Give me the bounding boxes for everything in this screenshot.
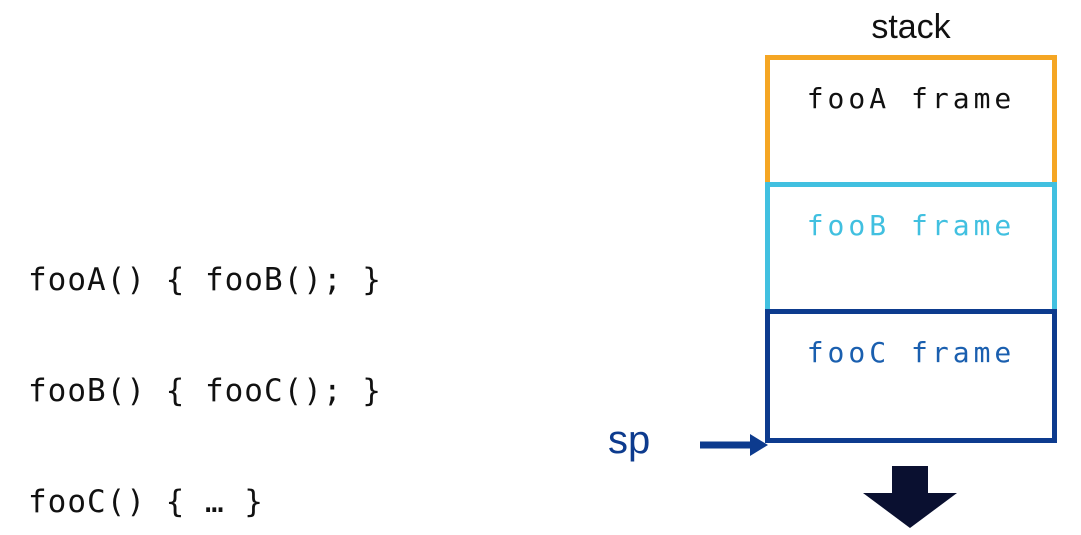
stack-pointer-arrow-icon bbox=[700, 434, 768, 456]
stack-frame-fooC: fooC frame bbox=[765, 309, 1057, 443]
stack-frame-fooA: fooA frame bbox=[765, 55, 1057, 187]
stack-frames: fooA frame fooB frame fooC frame bbox=[765, 55, 1057, 443]
frame-label-fooC: fooC frame bbox=[806, 336, 1016, 369]
code-line-fooA: fooA() { fooB(); } bbox=[28, 262, 382, 298]
stack-title: stack bbox=[871, 8, 951, 46]
stack-growth-down-arrow-icon bbox=[863, 466, 957, 528]
stack-frame-fooB: fooB frame bbox=[765, 182, 1057, 314]
code-line-fooB: fooB() { fooC(); } bbox=[28, 373, 382, 409]
code-line-fooC: fooC() { … } bbox=[28, 484, 264, 520]
frame-label-fooB: fooB frame bbox=[806, 209, 1016, 242]
frame-label-fooA: fooA frame bbox=[806, 82, 1016, 115]
stack-pointer-label: sp bbox=[608, 418, 651, 462]
code-snippet: fooA() { fooB(); } fooB() { fooC(); } fo… bbox=[28, 188, 382, 535]
